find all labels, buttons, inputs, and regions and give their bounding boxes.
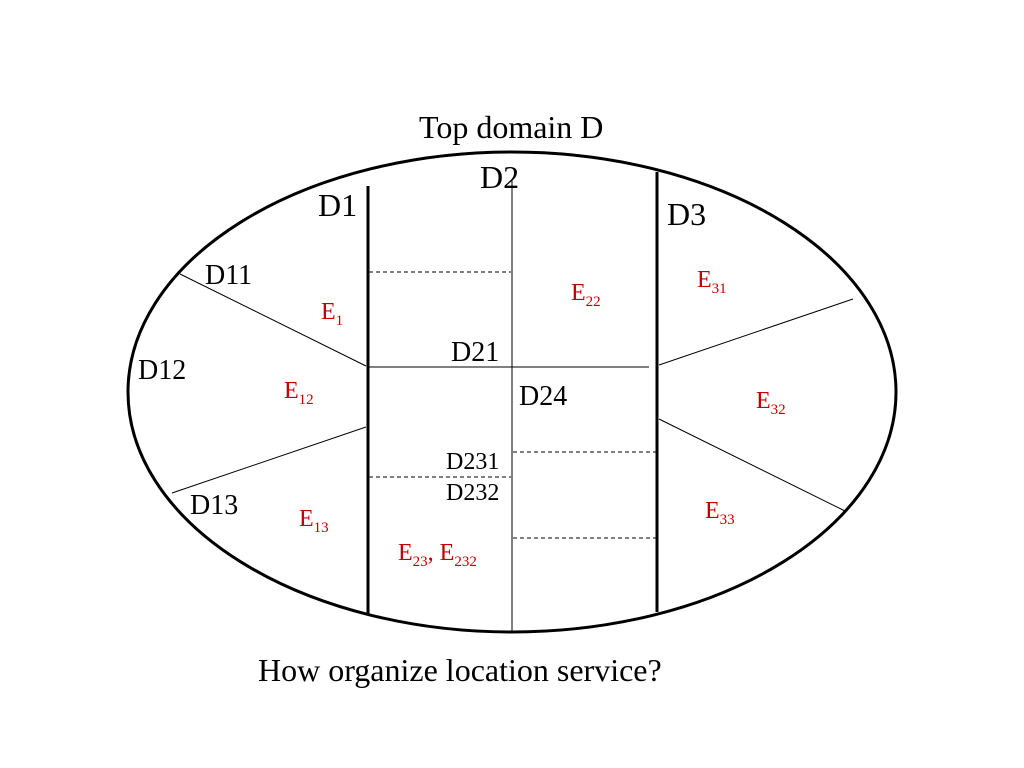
domain-label-d21: D21 (451, 337, 500, 368)
domain-label-d3: D3 (667, 196, 707, 232)
service-label-e22: E22 (571, 280, 601, 310)
diagram-caption: How organize location service? (258, 652, 662, 688)
service-label-e12: E12 (284, 378, 314, 408)
service-label-e1: E1 (321, 299, 344, 329)
domain-label-d12: D12 (138, 355, 187, 386)
domain-label-d24: D24 (519, 381, 568, 412)
service-label-e32: E32 (756, 388, 786, 418)
diagram-title: Top domain D (419, 109, 604, 145)
domain-label-d2: D2 (480, 159, 520, 195)
separator-d11-d12 (179, 273, 367, 367)
service-label-e23-e232: E23, E232 (398, 540, 477, 570)
domain-label-d11: D11 (205, 260, 253, 291)
service-label-e33: E33 (705, 498, 735, 528)
domain-label-d232: D232 (446, 480, 500, 506)
service-label-e31: E31 (697, 267, 727, 297)
separator-d31-d32 (658, 298, 854, 366)
separator-d12-d13 (171, 426, 367, 494)
separator-d32-d33 (658, 418, 846, 512)
domain-label-d231: D231 (446, 449, 500, 475)
top-domain-oval (126, 150, 898, 634)
service-label-e13: E13 (299, 506, 329, 536)
domain-label-d13: D13 (190, 490, 239, 521)
domain-label-d1: D1 (318, 187, 358, 223)
